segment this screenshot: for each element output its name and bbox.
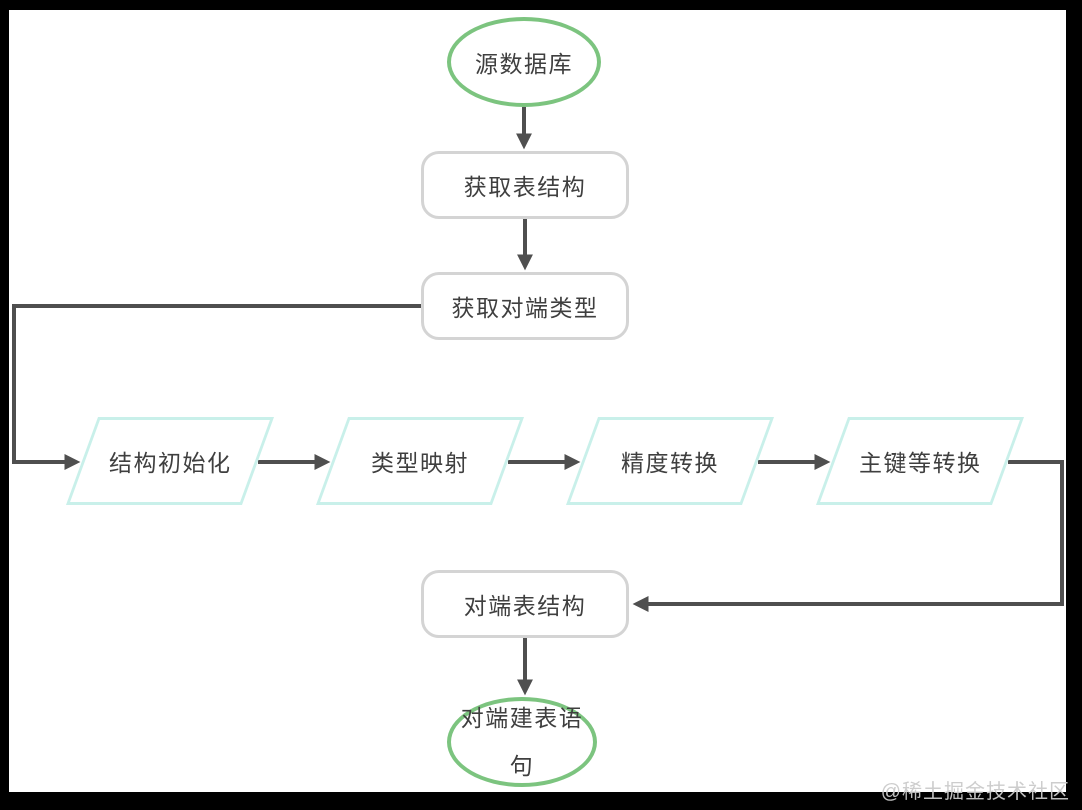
node-precision-convert-label: 精度转换 xyxy=(621,450,719,476)
watermark: @稀土掘金技术社区 xyxy=(880,781,1070,803)
node-get-peer-type-label: 获取对端类型 xyxy=(451,295,599,321)
node-peer-table-structure-label: 对端表结构 xyxy=(463,593,587,619)
connector-peertype-to-structinit xyxy=(12,304,421,470)
node-type-mapping: 类型映射 xyxy=(315,417,525,505)
node-source-database-label: 源数据库 xyxy=(475,51,573,77)
diagram-canvas xyxy=(9,10,1066,792)
node-structure-init: 结构初始化 xyxy=(65,417,275,505)
node-structure-init-label: 结构初始化 xyxy=(108,450,232,476)
node-peer-create-statement-label: 对端建表语句 xyxy=(460,705,584,779)
node-primary-key-convert-label: 主键等转换 xyxy=(858,450,982,476)
node-primary-key-convert: 主键等转换 xyxy=(815,417,1025,505)
node-get-table-structure-label: 获取表结构 xyxy=(463,174,587,200)
node-type-mapping-label: 类型映射 xyxy=(371,450,469,476)
connector-primarykey-to-peertable xyxy=(632,460,1064,612)
node-precision-convert: 精度转换 xyxy=(565,417,775,505)
node-peer-table-structure: 对端表结构 xyxy=(421,570,629,638)
node-source-database: 源数据库 xyxy=(447,17,601,107)
node-get-table-structure: 获取表结构 xyxy=(421,151,629,219)
node-get-peer-type: 获取对端类型 xyxy=(421,272,629,340)
node-peer-create-statement: 对端建表语句 xyxy=(447,697,597,787)
